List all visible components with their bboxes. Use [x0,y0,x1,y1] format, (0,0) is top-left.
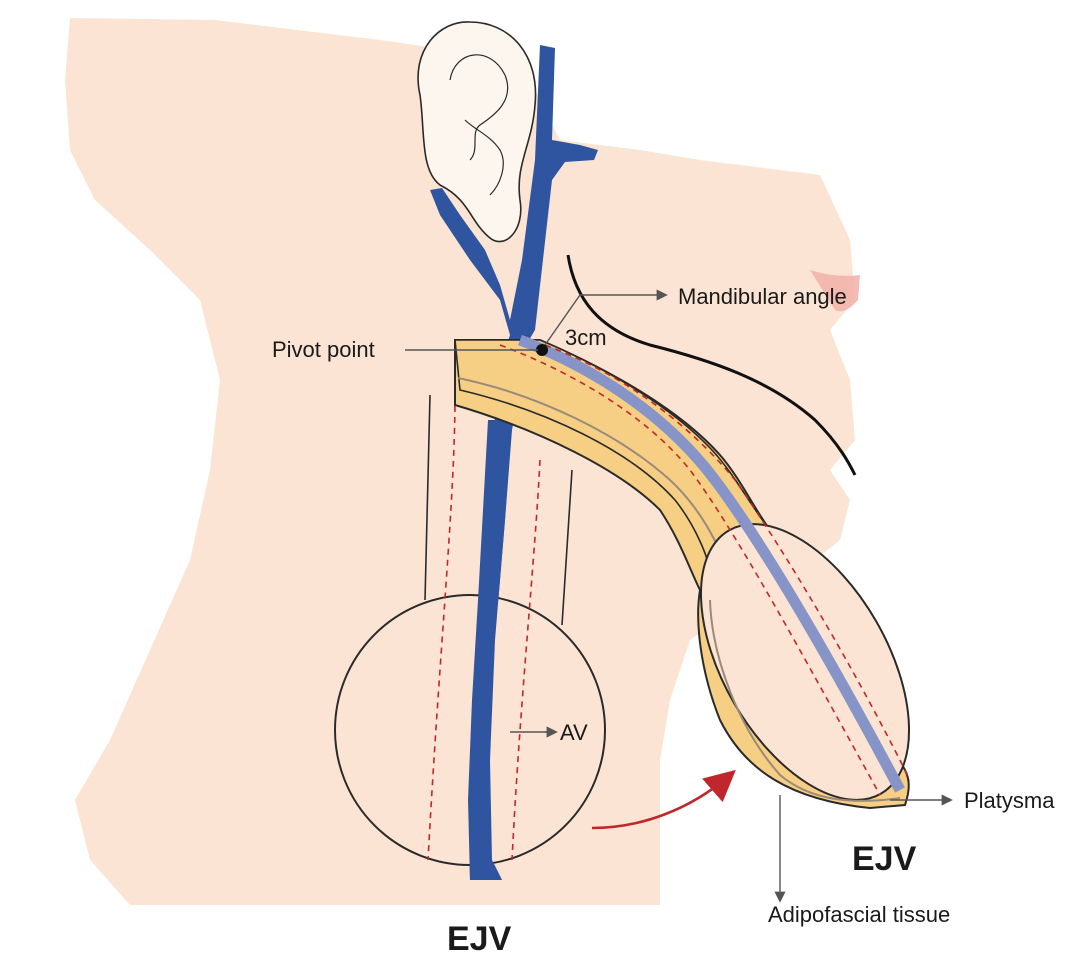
platysma-label: Platysma [964,788,1055,813]
av-label: AV [560,720,588,745]
adipofascial-label: Adipofascial tissue [768,902,950,927]
pivot-point-label: Pivot point [272,337,375,362]
mandibular-angle-label: Mandibular angle [678,284,847,309]
ejv-bottom-label: EJV [447,920,512,958]
distance-label: 3cm [565,325,607,350]
ejv-flap-label: EJV [852,840,917,878]
